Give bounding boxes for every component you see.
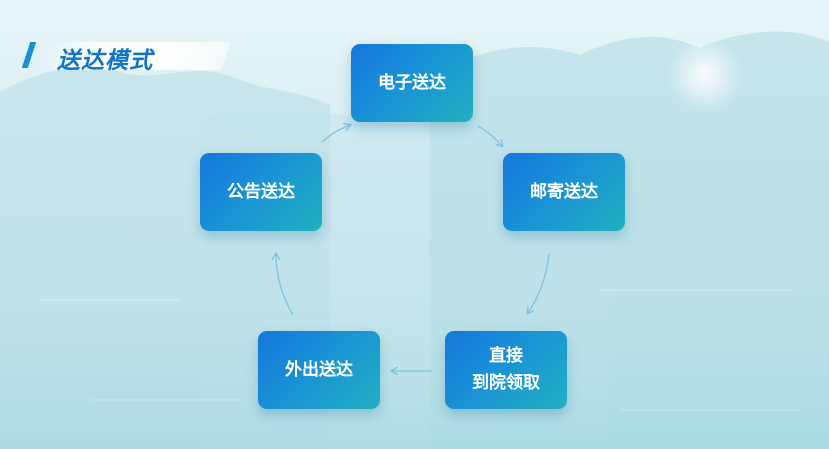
title-bar: 送达模式 <box>21 40 231 74</box>
node-notice-delivery: 公告送达 <box>200 153 322 231</box>
node-electronic-label: 电子送达 <box>378 72 446 93</box>
page-title: 送达模式 <box>57 48 153 74</box>
water-surface <box>0 230 829 449</box>
node-direct-label-line2: 到院领取 <box>472 373 540 393</box>
node-electronic-delivery: 电子送达 <box>351 44 473 122</box>
sun-glow <box>667 37 743 113</box>
node-direct-pickup: 直接 到院领取 <box>445 331 567 409</box>
node-notice-label: 公告送达 <box>227 181 295 202</box>
node-external-delivery: 外出送达 <box>258 331 380 409</box>
node-mail-delivery: 邮寄送达 <box>503 153 625 231</box>
node-direct-label-line1: 直接 <box>489 346 523 366</box>
node-mail-label: 邮寄送达 <box>530 181 598 202</box>
node-external-label: 外出送达 <box>285 359 353 380</box>
